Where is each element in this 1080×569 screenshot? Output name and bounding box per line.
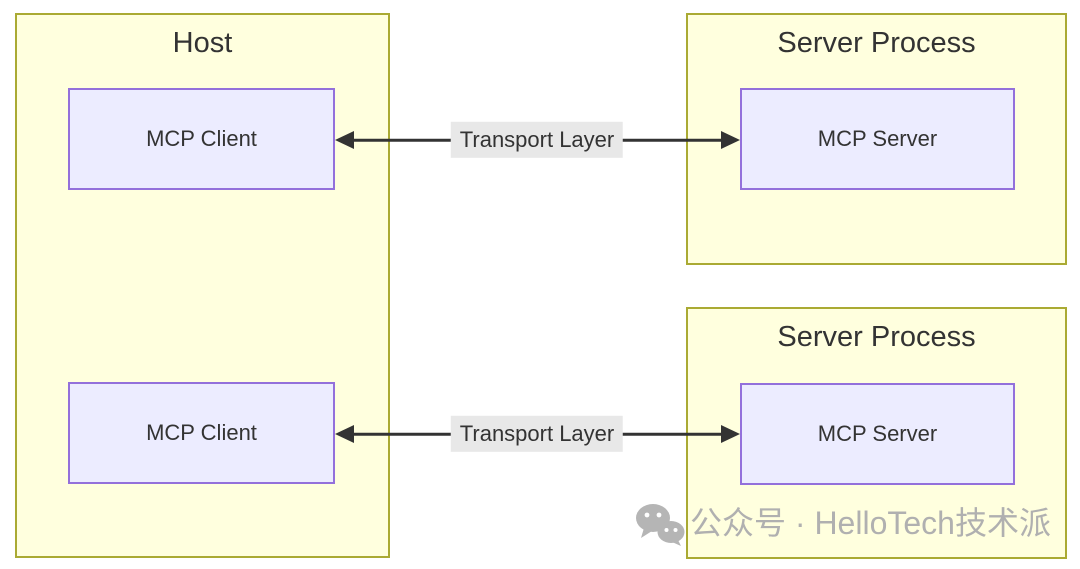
node-mcp-client-2: MCP Client [68, 382, 335, 484]
edge-label-transport-layer-1: Transport Layer [450, 121, 624, 159]
arrowhead-left-icon [335, 131, 354, 149]
arrowhead-left-icon [335, 425, 354, 443]
wechat-icon [634, 500, 686, 548]
arrowhead-right-icon [721, 131, 740, 149]
node-mcp-client-1-label: MCP Client [146, 126, 257, 151]
node-mcp-client-1: MCP Client [68, 88, 335, 190]
edge-label-transport-layer-2: Transport Layer [450, 415, 624, 453]
node-mcp-server-1: MCP Server [740, 88, 1015, 190]
node-mcp-server-2: MCP Server [740, 383, 1015, 485]
node-mcp-server-2-label: MCP Server [817, 421, 938, 446]
node-mcp-server-1-label: MCP Server [817, 126, 938, 151]
node-mcp-client-2-label: MCP Client [146, 420, 257, 445]
cluster-server-process-1-title: Server Process [777, 27, 976, 59]
cluster-server-process-2-title: Server Process [777, 321, 976, 353]
arrowhead-right-icon [721, 425, 740, 443]
watermark-text: 公众号 · HelloTech技术派 [690, 505, 1051, 542]
cluster-host-title: Host [172, 27, 233, 59]
watermark: 公众号 · HelloTech技术派 [634, 500, 1051, 548]
